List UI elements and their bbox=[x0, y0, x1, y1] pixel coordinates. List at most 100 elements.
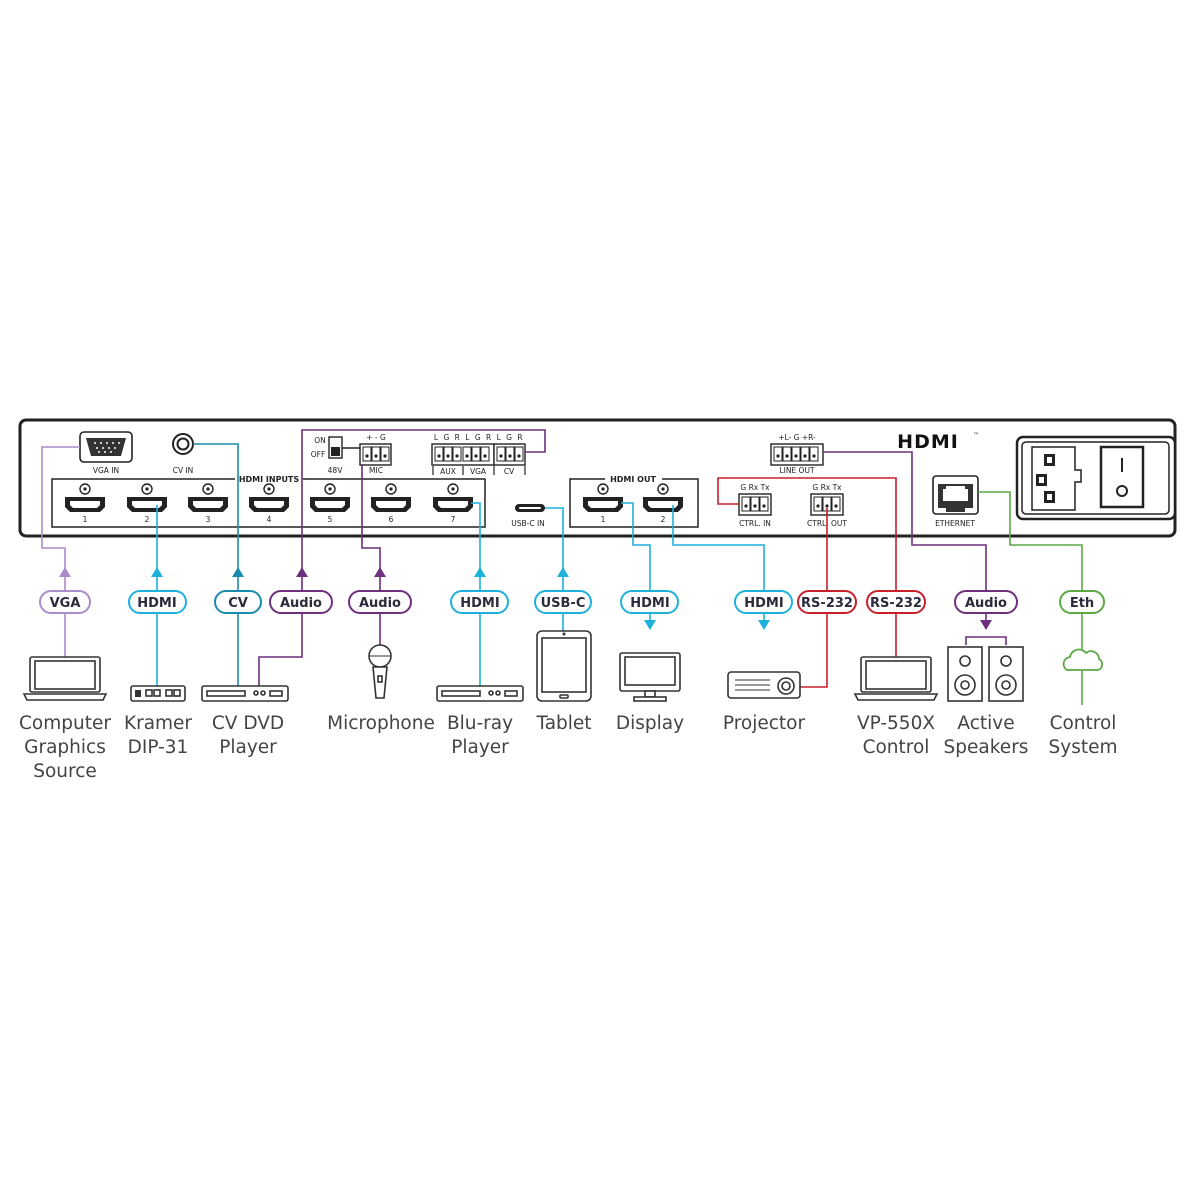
svg-text:HDMI: HDMI bbox=[744, 596, 783, 611]
ctrl-in-pins-label: G Rx Tx bbox=[740, 483, 770, 492]
output-number: 2 bbox=[661, 515, 666, 524]
cv-audio-cable bbox=[258, 429, 546, 686]
pill-audio: Audio bbox=[269, 590, 333, 614]
vga-in-label: VGA IN bbox=[93, 466, 119, 475]
ethernet-port[interactable] bbox=[932, 475, 979, 515]
off-label: OFF bbox=[311, 450, 326, 459]
cv-in-port[interactable] bbox=[172, 433, 194, 455]
48v-label: 48V bbox=[328, 466, 344, 475]
hdmi-inputs-label: HDMI INPUTS bbox=[239, 475, 300, 484]
svg-text:™: ™ bbox=[973, 432, 979, 439]
line-out-pins-label: +L- G +R- bbox=[778, 433, 816, 442]
pill-hdmi: HDMI bbox=[128, 590, 187, 614]
svg-text:RS-232: RS-232 bbox=[870, 596, 922, 611]
projector-icon bbox=[727, 671, 801, 699]
device-label: Projector bbox=[723, 713, 806, 734]
pill-vga: VGA bbox=[39, 590, 91, 614]
pill-hdmi: HDMI bbox=[734, 590, 793, 614]
usb-c-in-label: USB-C IN bbox=[511, 519, 545, 528]
pill-usb-c: USB-C bbox=[534, 590, 592, 614]
speakers-icon bbox=[947, 636, 1024, 702]
ctrl-in-label: CTRL. IN bbox=[739, 519, 771, 528]
device-rear-panel: VGA IN CV IN HDMI INPUTS 1 2 3 4 5 6 7 bbox=[18, 418, 1177, 538]
svg-text:HDMI: HDMI bbox=[897, 431, 959, 453]
input-number: 7 bbox=[451, 515, 456, 524]
input-number: 6 bbox=[389, 515, 394, 524]
svg-text:VGA: VGA bbox=[50, 596, 81, 611]
vga-cable bbox=[41, 446, 80, 660]
line-out-label: LINE OUT bbox=[779, 466, 815, 475]
input-number: 4 bbox=[267, 515, 272, 524]
hdmi-logo: HDMI ™ bbox=[897, 431, 979, 453]
hdmi-inputs-group: HDMI INPUTS 1 2 3 4 5 6 7 bbox=[51, 475, 486, 528]
pill-rs232: RS-232 bbox=[797, 590, 857, 614]
phantom-power-switch[interactable] bbox=[328, 436, 360, 459]
mic-pins-label: + - G bbox=[366, 433, 386, 442]
device-label: Microphone bbox=[327, 713, 435, 734]
hdmi-output-2-cable bbox=[672, 505, 770, 630]
device-label: Control bbox=[1050, 713, 1117, 734]
svg-text:RS-232: RS-232 bbox=[801, 596, 853, 611]
line-out-terminal[interactable] bbox=[770, 443, 824, 466]
ctrl-in-terminal[interactable] bbox=[738, 493, 772, 516]
cloud-icon bbox=[1062, 648, 1104, 671]
input-number: 2 bbox=[145, 515, 150, 524]
svg-text:HDMI: HDMI bbox=[137, 596, 176, 611]
audio-input-terminal[interactable] bbox=[431, 443, 526, 466]
device-label: Source bbox=[33, 761, 97, 782]
microphone-icon bbox=[368, 644, 392, 699]
hdmi-output-1-cable bbox=[621, 502, 656, 630]
ethernet-label: ETHERNET bbox=[935, 519, 975, 528]
input-number: 3 bbox=[206, 515, 211, 524]
dvd-player-icon bbox=[201, 685, 289, 702]
ctrl-out-pins-label: G Rx Tx bbox=[812, 483, 842, 492]
hdmi-input-7-cable bbox=[471, 502, 486, 686]
device-label: Tablet bbox=[535, 713, 591, 734]
device-labels: Computer Graphics Source Kramer DIP-31 C… bbox=[19, 713, 1117, 782]
cv-in-label: CV IN bbox=[173, 466, 194, 475]
usb-c-in-port[interactable] bbox=[515, 504, 545, 512]
device-label: Blu-ray bbox=[447, 713, 513, 734]
pill-audio: Audio bbox=[348, 590, 412, 614]
blu-ray-player-icon bbox=[436, 685, 524, 702]
device-label: Control bbox=[863, 737, 930, 758]
on-label: ON bbox=[314, 436, 326, 445]
aux-label: AUX bbox=[440, 467, 456, 476]
pill-rs232: RS-232 bbox=[866, 590, 926, 614]
device-label: Player bbox=[451, 737, 509, 758]
pill-cv: CV bbox=[214, 590, 262, 614]
device-label: Computer bbox=[19, 713, 111, 734]
vga-audio-label: VGA bbox=[470, 467, 487, 476]
device-label: System bbox=[1049, 737, 1118, 758]
svg-text:Audio: Audio bbox=[965, 596, 1007, 611]
kramer-dip31-icon bbox=[130, 685, 186, 702]
laptop-icon bbox=[853, 656, 939, 701]
svg-text:Audio: Audio bbox=[280, 596, 322, 611]
tablet-icon bbox=[536, 630, 592, 702]
input-number: 5 bbox=[328, 515, 333, 524]
device-label: Active bbox=[957, 713, 1014, 734]
device-label: Kramer bbox=[124, 713, 192, 734]
rs232-ctrl-out-cable bbox=[800, 508, 828, 688]
svg-text:HDMI: HDMI bbox=[630, 596, 669, 611]
device-label: Graphics bbox=[24, 737, 106, 758]
cable-labels: VGA HDMI CV Audio Audio HDMI USB-C HDMI … bbox=[39, 590, 1105, 614]
input-number: 1 bbox=[83, 515, 88, 524]
pill-hdmi: HDMI bbox=[450, 590, 509, 614]
device-icons bbox=[22, 630, 1104, 702]
display-icon bbox=[619, 652, 681, 702]
mic-label: MIC bbox=[369, 466, 383, 475]
mic-terminal[interactable] bbox=[359, 443, 392, 466]
vga-in-port[interactable] bbox=[79, 431, 133, 463]
svg-text:USB-C: USB-C bbox=[541, 596, 586, 611]
hdmi-outputs-group: HDMI OUT 1 2 bbox=[569, 475, 699, 528]
output-number: 1 bbox=[601, 515, 606, 524]
power-inlet-and-switch[interactable] bbox=[1015, 435, 1177, 521]
rs232-ctrl-in-cable bbox=[717, 477, 897, 660]
device-label: Player bbox=[219, 737, 277, 758]
line-out-cable bbox=[823, 451, 992, 630]
pill-audio: Audio bbox=[954, 590, 1018, 614]
svg-text:Audio: Audio bbox=[359, 596, 401, 611]
svg-text:CV: CV bbox=[228, 596, 248, 611]
